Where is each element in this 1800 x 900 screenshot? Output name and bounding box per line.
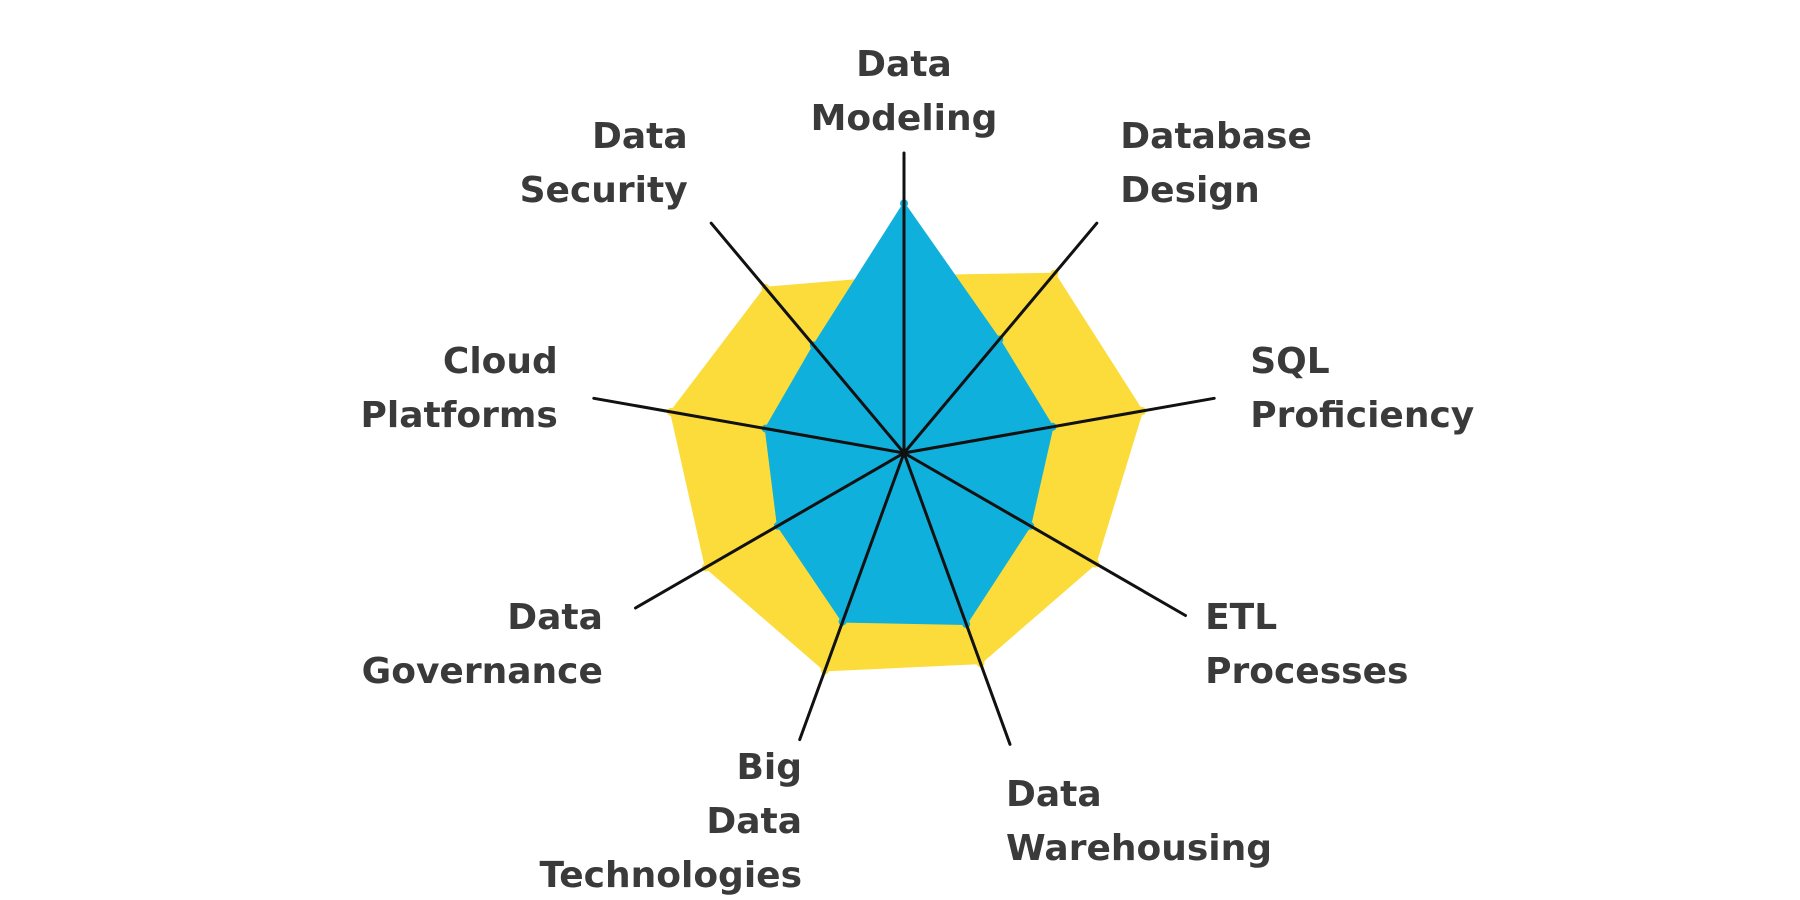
axis-label-4-line-0: Data xyxy=(1006,774,1102,815)
axis-label-7-line-1: Platforms xyxy=(360,395,557,436)
axis-spoke-5 xyxy=(798,451,906,742)
axis-label-3-line-0: ETL xyxy=(1205,597,1277,638)
axis-spoke-6 xyxy=(634,451,906,610)
axis-spoke-2 xyxy=(902,396,1216,455)
axis-label-1-line-0: Database xyxy=(1120,116,1312,157)
axis-label-5-line-0: Big xyxy=(736,747,802,788)
series-1-area xyxy=(764,202,1054,625)
axis-spoke-4 xyxy=(902,451,1012,746)
axis-label-1-line-1: Design xyxy=(1120,170,1259,211)
axis-label-3-line-1: Processes xyxy=(1205,651,1408,692)
series-layer xyxy=(667,199,1147,675)
axis-spoke-7 xyxy=(592,396,906,455)
axis-label-5-line-2: Technologies xyxy=(539,855,802,896)
axis-label-2-line-0: SQL xyxy=(1250,341,1329,382)
axis-label-2: SQL Proficiency xyxy=(1250,341,1474,436)
axis-label-6-line-0: Data xyxy=(507,597,603,638)
axis-label-6-line-1: Governance xyxy=(362,651,603,692)
axis-label-8-line-0: Data xyxy=(592,116,688,157)
axis-label-8-line-1: Security xyxy=(520,170,688,211)
axis-label-5-line-1: Data xyxy=(706,801,802,842)
axis-label-0-line-0: Data xyxy=(856,44,952,85)
spoke-layer xyxy=(592,151,1216,746)
axis-spoke-1 xyxy=(902,221,1099,455)
axis-label-7-line-0: Cloud xyxy=(443,341,558,382)
axis-spoke-3 xyxy=(902,451,1187,617)
axis-label-4-line-1: Warehousing xyxy=(1006,828,1272,869)
axis-label-3: ETL Processes xyxy=(1205,597,1408,692)
axis-label-0-line-1: Modeling xyxy=(811,98,998,139)
axis-spoke-8 xyxy=(709,221,906,455)
axis-label-2-line-1: Proficiency xyxy=(1250,395,1474,436)
